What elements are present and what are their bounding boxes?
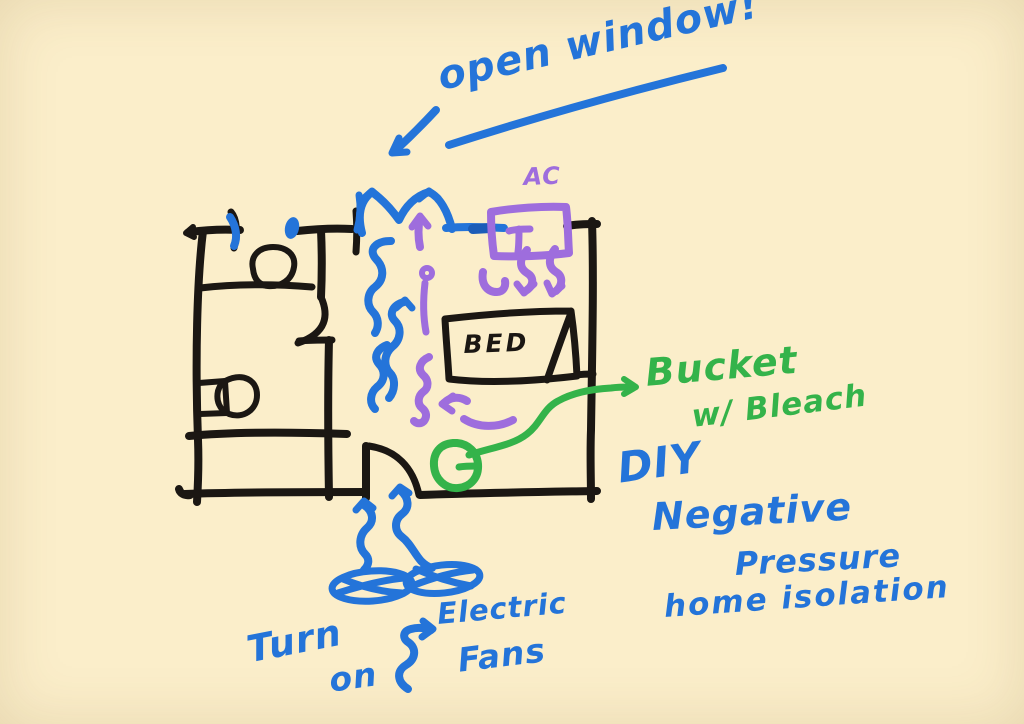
on-label: on	[326, 654, 380, 700]
right-wall	[586, 217, 597, 503]
bucket-pointer-arrowhead	[621, 376, 639, 397]
bathroom-wall-lower	[324, 336, 333, 501]
bed-wall-extension	[573, 370, 597, 379]
fan-updraft-left-barb	[352, 497, 377, 514]
ac-inner-mark	[505, 225, 534, 256]
purple-arrow-2-curl	[419, 265, 435, 281]
bed-diagonal	[543, 309, 575, 384]
fan-right	[402, 561, 484, 597]
entry-door-arc	[365, 442, 423, 499]
air-out-barb-right	[415, 187, 442, 203]
ac-airflow-arrows	[408, 212, 517, 430]
purple-hook-barb	[438, 392, 457, 415]
negative-label: Negative	[650, 484, 854, 539]
purple-squiggle-3	[410, 353, 433, 428]
bathroom-wall-upper	[317, 226, 326, 301]
left-wall	[192, 227, 207, 506]
updraft-wave-2	[381, 298, 408, 402]
ac-leg-barb-1	[513, 280, 538, 297]
bed-outline	[441, 307, 581, 386]
bed-sketch	[441, 307, 597, 386]
bathroom-counter-line	[196, 281, 316, 292]
fans-label: Fans	[455, 630, 548, 680]
ac-box	[487, 202, 573, 261]
fans-sketch	[328, 483, 484, 605]
fan-updraft-right-barb	[388, 483, 413, 500]
ac-unit-sketch	[478, 202, 573, 298]
purple-swoosh	[460, 415, 517, 430]
fan-updraft-right	[392, 487, 436, 572]
toilet-tank	[196, 378, 230, 417]
bottom-wall-left	[175, 485, 370, 500]
bucket-sketch	[429, 376, 639, 493]
updraft-wave-3	[367, 341, 391, 413]
bottom-wall-right	[416, 487, 601, 499]
open-window-arrow	[392, 106, 440, 154]
purple-arrow-2-stem	[420, 279, 430, 336]
bucket-pointer-line	[465, 383, 635, 459]
updraft-wave-1	[364, 237, 395, 337]
open-window-annotation-strokes	[388, 64, 727, 157]
window-airflow-arrows	[226, 187, 508, 413]
window-tick-left	[226, 213, 241, 250]
air-out-barb-left	[358, 187, 385, 204]
open-window-underline	[445, 64, 727, 149]
turn-on-arrowhead	[418, 617, 437, 641]
bathroom-door-arc	[294, 293, 329, 347]
purple-up-arrow-1-barb	[408, 212, 432, 231]
top-wall-middle	[293, 224, 356, 235]
window-dot	[284, 217, 300, 239]
fan-left-spokes	[334, 574, 408, 597]
ac-j-stroke	[478, 268, 510, 296]
fan-right-spokes	[408, 565, 477, 590]
sink-oval	[249, 244, 298, 290]
turn-on-squiggle-arrow	[395, 623, 435, 693]
fan-updraft-left	[356, 501, 376, 574]
turn-on-annotation-strokes	[395, 617, 437, 693]
bucket-inner-tick	[455, 462, 481, 471]
floor-plan	[175, 207, 601, 506]
ac-leg-barb-2	[543, 279, 566, 298]
toilet-bowl	[214, 374, 260, 419]
bed-label: BED	[462, 327, 530, 359]
ac-label: AC	[522, 161, 562, 191]
updraft-wave-2-barb	[392, 296, 416, 312]
diy-label: DIY	[614, 432, 705, 493]
interior-wall-horizontal	[185, 428, 351, 440]
open-window-arrowhead	[388, 134, 411, 157]
